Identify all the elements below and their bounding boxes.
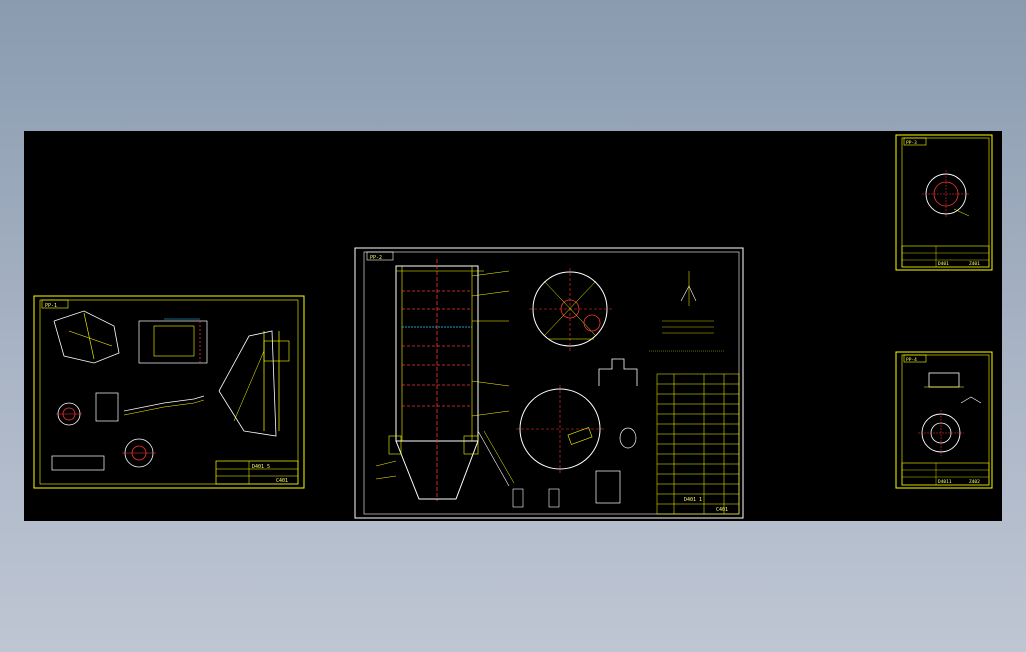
sheet-4-border: [895, 351, 993, 489]
sheet-2-inner-border: [363, 251, 740, 515]
sheet-1-hood-outline: [53, 310, 120, 364]
sheet-1-border: [33, 295, 305, 489]
sheet-3-border: [895, 134, 993, 271]
sheet-4-tag: PP-4: [906, 357, 917, 363]
sheet-4-section: [928, 372, 960, 388]
sheet-1-box: [263, 340, 290, 362]
cad-viewport[interactable]: PP-1 D401 5 C401: [24, 131, 1002, 521]
sheet-1-section: [218, 330, 277, 437]
sheet-2-border: [354, 247, 744, 519]
sheet-1-leader: [233, 350, 265, 422]
drawing-sheet-2[interactable]: PP-2: [354, 247, 744, 519]
sheet-4-title-block: [901, 462, 990, 486]
sheet-4-tag-box: [903, 354, 927, 363]
sheet-1-hood-line-2: [83, 312, 95, 360]
sheet-1-tag-box: [41, 299, 69, 309]
drawing-sheet-4[interactable]: PP-4 D4011 Z402: [895, 351, 993, 489]
sheet-4-inner-border: [901, 354, 990, 486]
sheet-1-rail-2: [123, 399, 205, 416]
sheet-3-inner-border: [901, 137, 990, 268]
drawing-sheet-1[interactable]: PP-1 D401 5 C401: [33, 295, 305, 489]
sheet-2-parts-list: [656, 373, 740, 515]
sheet-2-cone-bottom: [395, 440, 479, 500]
sheet-1-base-plate: [51, 455, 105, 471]
cad-drawing-canvas[interactable]: PP-1 D401 5 C401: [24, 131, 1002, 521]
sheet-1-tag: PP-1: [45, 303, 57, 309]
sheet-2-bottom-view: [519, 388, 601, 470]
sheet-2-leaders: [375, 270, 510, 480]
sheet-3-tag-box: [903, 137, 927, 146]
sheet-1-bracket-inner: [153, 325, 195, 357]
sheet-1-title: D401 5: [252, 464, 270, 470]
sheet-2-drawing-no: C401: [716, 507, 728, 513]
sheet-2-title: D401 1: [684, 497, 702, 503]
sheet-4-title: D4011: [938, 479, 952, 485]
sheet-2-notes: [649, 320, 724, 352]
sheet-1-hood-line: [68, 330, 113, 347]
sheet-1-bracket: [138, 320, 208, 364]
drawing-sheet-3[interactable]: PP-3 D401 Z401: [895, 134, 993, 271]
sheet-2-tag: PP-2: [370, 255, 382, 261]
sheet-2-tag-box: [366, 251, 394, 261]
sheet-2-detail-section: [598, 358, 638, 386]
sheet-3-title: D401: [938, 261, 949, 267]
sheet-3-tag: PP-3: [906, 140, 917, 146]
sheet-4-drawing-no: Z402: [969, 479, 980, 485]
sheet-3-drawing-no: Z401: [969, 261, 980, 267]
sheet-2-trays: [402, 290, 472, 407]
sheet-1-detail-box: [95, 392, 119, 422]
sheet-1-rail: [123, 395, 205, 412]
sheet-1-inner-border: [39, 299, 299, 485]
sheet-1-drawing-no: C401: [276, 478, 288, 484]
sheet-1-title-block: [215, 460, 299, 485]
sheet-3-title-block: [901, 245, 990, 268]
